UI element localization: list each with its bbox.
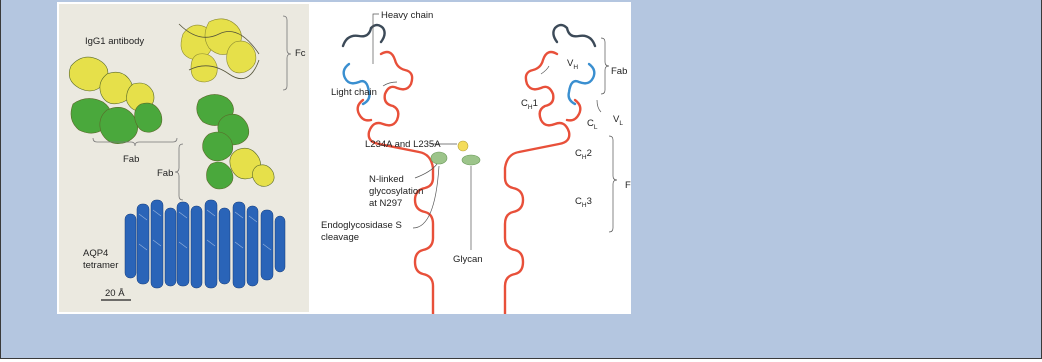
glyco-label-line2: glycosylation bbox=[369, 186, 423, 197]
mutation-label: L234A and L235A bbox=[365, 139, 441, 150]
cl-label: CL bbox=[587, 118, 598, 131]
right-heavy-chain-red bbox=[503, 50, 571, 328]
mutation-marker bbox=[457, 140, 469, 152]
glyco-label-line1: N-linked bbox=[369, 174, 404, 185]
fc-region-ribbons bbox=[180, 18, 257, 83]
left-heavy-chain-red bbox=[367, 50, 435, 328]
aqp4-helices bbox=[124, 199, 286, 289]
fc-schematic-label: Fc bbox=[625, 180, 631, 191]
vl-label: VL bbox=[613, 114, 623, 127]
fab-schematic-label: Fab bbox=[611, 66, 627, 77]
aqp4-label-line1: AQP4 bbox=[83, 248, 108, 259]
light-chain-label: Light chain bbox=[331, 87, 377, 98]
right-light-chain-red bbox=[565, 98, 582, 122]
endo-label-line1: Endoglycosidase S bbox=[321, 220, 402, 231]
structure-panel: IgG1 antibody Fc Fab Fab AQP4 tetramer 2… bbox=[59, 4, 309, 312]
glycan-label: Glycan bbox=[453, 254, 483, 265]
schematic-panel: Heavy chain Light chain L234A and L235A … bbox=[309, 2, 636, 328]
antibody-schematic: Heavy chain Light chain L234A and L235A … bbox=[321, 10, 636, 328]
fab-label-upper: Fab bbox=[157, 168, 173, 179]
left-variable-heavy bbox=[341, 23, 386, 48]
fab-label-lower: Fab bbox=[123, 154, 139, 165]
figure: IgG1 antibody Fc Fab Fab AQP4 tetramer 2… bbox=[57, 2, 636, 328]
heavy-chain-label: Heavy chain bbox=[381, 10, 433, 21]
aqp4-label-line2: tetramer bbox=[83, 260, 118, 271]
ch2-label: CH2 bbox=[575, 148, 592, 161]
glyco-label-line3: at N297 bbox=[369, 198, 402, 209]
left-light-chain-red bbox=[356, 98, 373, 122]
right-fab-ribbons bbox=[196, 94, 275, 190]
right-variable-heavy bbox=[552, 23, 597, 48]
brackets bbox=[92, 15, 292, 201]
left-fab-ribbons bbox=[68, 56, 163, 144]
ch1-label: CH1 bbox=[521, 98, 538, 111]
antibody-label: IgG1 antibody bbox=[85, 36, 144, 47]
leader-lines bbox=[372, 13, 618, 250]
ch3-label: CH3 bbox=[575, 196, 592, 209]
glycan-right bbox=[461, 154, 481, 166]
fc-label: Fc bbox=[295, 48, 306, 59]
vh-label: VH bbox=[567, 58, 578, 71]
right-light-chain-blue bbox=[567, 62, 596, 106]
scale-bar-label: 20 Å bbox=[105, 288, 125, 299]
structure-illustration: IgG1 antibody Fc Fab Fab AQP4 tetramer 2… bbox=[68, 15, 306, 301]
left-light-chain-blue bbox=[342, 62, 371, 106]
endo-label-line2: cleavage bbox=[321, 232, 359, 243]
glycan-left bbox=[430, 151, 448, 165]
